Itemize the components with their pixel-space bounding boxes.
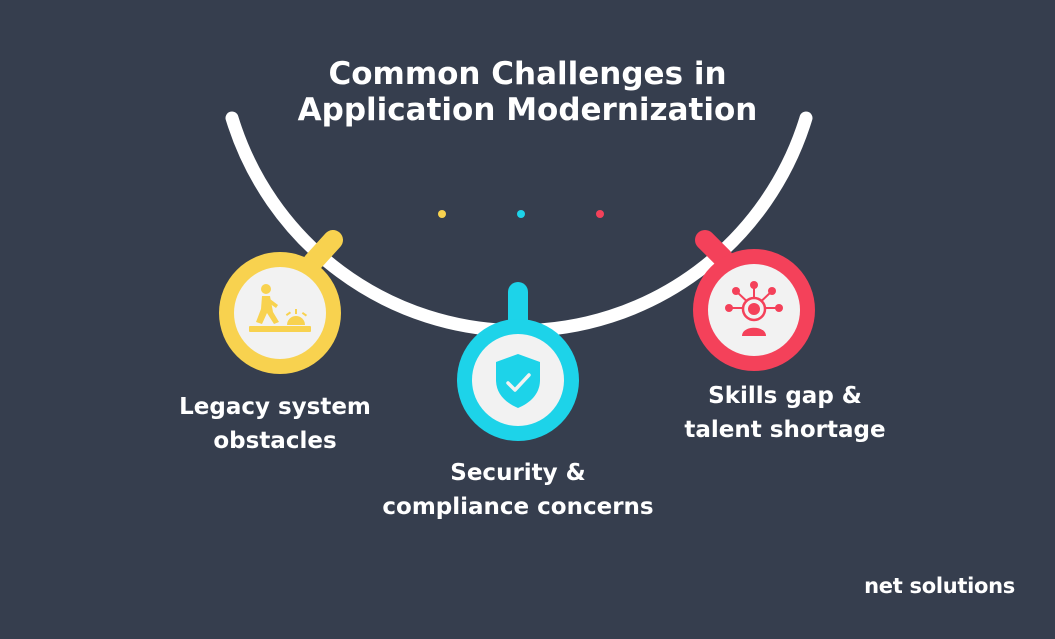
label-legacy: Legacy system obstacles [165, 390, 385, 458]
label-legacy-line-2: obstacles [213, 428, 337, 454]
label-legacy-line-1: Legacy system [179, 394, 371, 420]
label-security-line-1: Security & [450, 460, 586, 486]
page-title: Common Challenges in Application Moderni… [0, 56, 1055, 128]
label-security-line-2: compliance concerns [382, 494, 654, 520]
label-skills-line-1: Skills gap & [708, 383, 862, 409]
dot-cyan [517, 210, 525, 218]
pendant-security [457, 282, 579, 441]
title-line-2: Application Modernization [297, 92, 758, 128]
shield-check-icon [496, 354, 540, 408]
dot-red [596, 210, 604, 218]
pendant-skills [693, 230, 815, 371]
walking-person-obstacle-icon [249, 284, 311, 332]
label-skills: Skills gap & talent shortage [674, 379, 896, 447]
label-security: Security & compliance concerns [378, 456, 658, 524]
brand-logo: net solutions [864, 574, 1015, 598]
person-network-icon [725, 281, 783, 336]
label-skills-line-2: talent shortage [684, 417, 886, 443]
dot-yellow [438, 210, 446, 218]
title-line-1: Common Challenges in [328, 56, 727, 92]
pendant-legacy [219, 230, 343, 374]
